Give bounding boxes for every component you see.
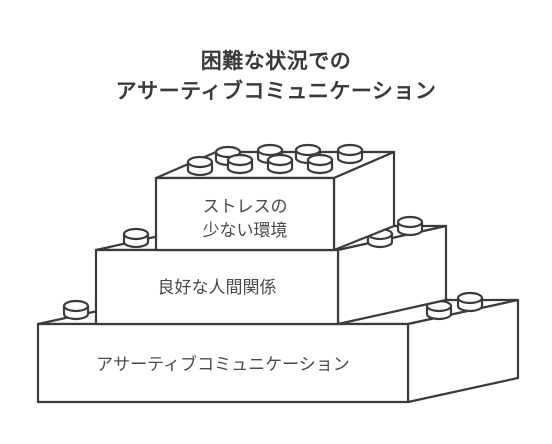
brick-top-label-line-2: 少ない環境 (203, 221, 288, 241)
stud (456, 291, 484, 313)
diagram-title: 困難な状況での アサーティブコミュニケーション (0, 46, 552, 106)
stud (306, 153, 334, 175)
stud (396, 215, 424, 237)
brick-bottom-label: アサーティブコミュニケーション (96, 354, 350, 375)
brick-middle-front-face (94, 248, 340, 326)
title-line-1: 困難な状況での (200, 49, 352, 73)
brick-top-front-face (154, 176, 336, 252)
stud (62, 299, 90, 321)
brick-bottom-front-face (36, 322, 410, 404)
brick-top-label-line-1: ストレスの (203, 197, 288, 217)
brick-top-studs (186, 143, 364, 177)
stud (122, 227, 150, 249)
stud (186, 155, 214, 177)
stud (226, 153, 254, 175)
title-line-2: アサーティブコミュニケーション (115, 79, 437, 103)
brick-middle-studs (122, 215, 424, 249)
brick-middle-label: 良好な人間関係 (158, 278, 277, 298)
stud (336, 143, 364, 165)
brick-top: ストレスの 少ない環境 (154, 143, 396, 252)
brick-bottom: アサーティブコミュニケーション (36, 291, 520, 404)
stud (266, 153, 294, 175)
